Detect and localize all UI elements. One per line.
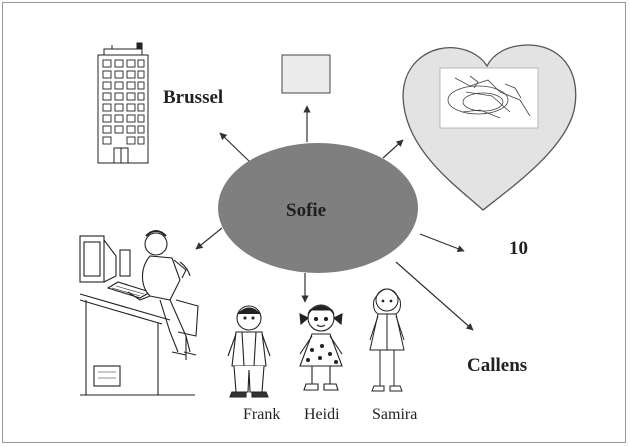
arrow-to-computer bbox=[195, 227, 223, 250]
heart-icon bbox=[402, 44, 577, 211]
surname-label: Callens bbox=[467, 355, 528, 376]
arrow-to-surname bbox=[395, 261, 474, 331]
connector-arrows bbox=[195, 105, 474, 331]
center-ellipse bbox=[218, 143, 418, 273]
child-name-label: Frank bbox=[243, 406, 281, 423]
child-girl-pigtails-icon bbox=[299, 304, 343, 391]
arrow-to-city bbox=[219, 132, 251, 163]
center-label: Sofie bbox=[286, 200, 327, 221]
computer-user-icon bbox=[79, 230, 199, 396]
empty-square-icon bbox=[281, 54, 331, 94]
arrow-to-number bbox=[419, 233, 465, 253]
number-label: 10 bbox=[509, 238, 528, 259]
slide-frame bbox=[2, 2, 626, 443]
building-icon bbox=[97, 42, 149, 164]
child-name-label: Samira bbox=[372, 406, 418, 423]
arrow-to-heart bbox=[382, 139, 404, 159]
child-name-label: Heidi bbox=[304, 406, 340, 423]
child-girl-dress-icon bbox=[369, 288, 405, 392]
city-label: Brussel bbox=[163, 87, 224, 108]
child-boy-icon bbox=[227, 305, 271, 398]
